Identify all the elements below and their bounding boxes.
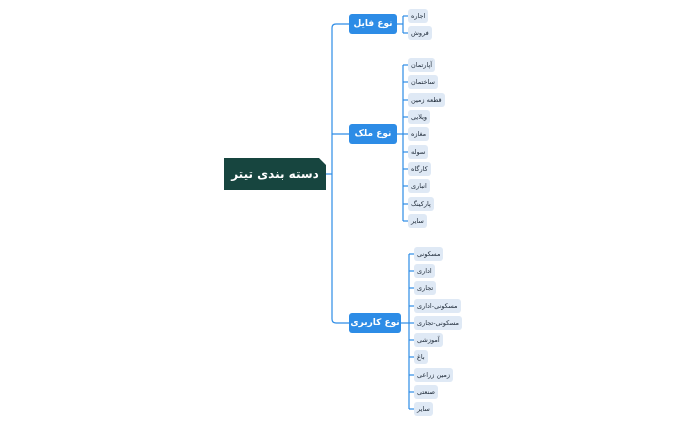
leaf-label: انباری [411,182,427,190]
leaf-item[interactable]: مغازه [408,127,430,141]
leaf-label: مسکونی-اداری [417,302,458,310]
branch-label: نوع ملک [354,129,392,139]
leaf-item[interactable]: انباری [408,179,430,193]
leaf-label: قطعه زمین [411,96,442,104]
leaf-label: سایر [411,217,424,225]
root-topic[interactable]: دسته بندی تیتر [224,158,326,190]
root-topic-label: دسته بندی تیتر [231,167,319,181]
leaf-label: سوله [411,148,426,156]
leaf-label: سایر [417,405,430,413]
branch-usage-type[interactable]: نوع کاربری [349,313,401,333]
leaf-item[interactable]: سوله [408,145,429,159]
leaf-label: مسکونی [417,250,441,258]
leaf-label: فروش [411,29,429,37]
leaf-label: تجاری [417,284,434,292]
leaf-label: کارگاه [411,165,428,173]
leaf-item[interactable]: مسکونی-اداری [414,299,461,313]
leaf-item[interactable]: اداری [414,264,435,278]
leaf-item[interactable]: کارگاه [408,162,431,176]
branch-label: نوع فایل [353,19,393,29]
leaf-label: پارکینگ [411,200,431,208]
leaf-label: آپارتمان [411,61,433,69]
leaf-item[interactable]: قطعه زمین [408,93,445,107]
leaf-label: ساختمان [411,78,435,86]
folded-corner-icon [319,158,326,165]
leaf-label: باغ [417,353,425,361]
leaf-item[interactable]: مسکونی [414,247,444,261]
leaf-item[interactable]: آپارتمان [408,58,436,72]
leaf-item[interactable]: پارکینگ [408,197,434,211]
branch-label: نوع کاربری [350,318,400,328]
leaf-label: ویلایی [411,113,428,121]
leaf-item[interactable]: فروش [408,26,432,40]
leaf-item[interactable]: تجاری [414,281,437,295]
leaf-item[interactable]: زمین زراعی [414,368,453,382]
branch-file-type[interactable]: نوع فایل [349,14,397,34]
leaf-item[interactable]: اجاره [408,9,429,23]
leaf-item[interactable]: سایر [414,402,433,416]
leaf-item[interactable]: سایر [408,214,427,228]
leaf-item[interactable]: ویلایی [408,110,431,124]
leaf-label: مسکونی-تجاری [417,319,460,327]
main-spine [331,23,349,324]
leaf-item[interactable]: باغ [414,350,428,364]
leaf-label: اداری [417,267,432,275]
leaf-item[interactable]: ساختمان [408,75,438,89]
leaf-label: اجاره [411,12,426,20]
leaf-item[interactable]: آموزشی [414,333,443,347]
leaf-label: صنعتی [417,388,435,396]
leaf-item[interactable]: مسکونی-تجاری [414,316,463,330]
leaf-label: آموزشی [417,336,440,344]
branch-property-type[interactable]: نوع ملک [349,124,397,144]
leaf-item[interactable]: صنعتی [414,385,438,399]
leaf-label: مغازه [411,130,427,138]
leaf-label: زمین زراعی [417,371,450,379]
